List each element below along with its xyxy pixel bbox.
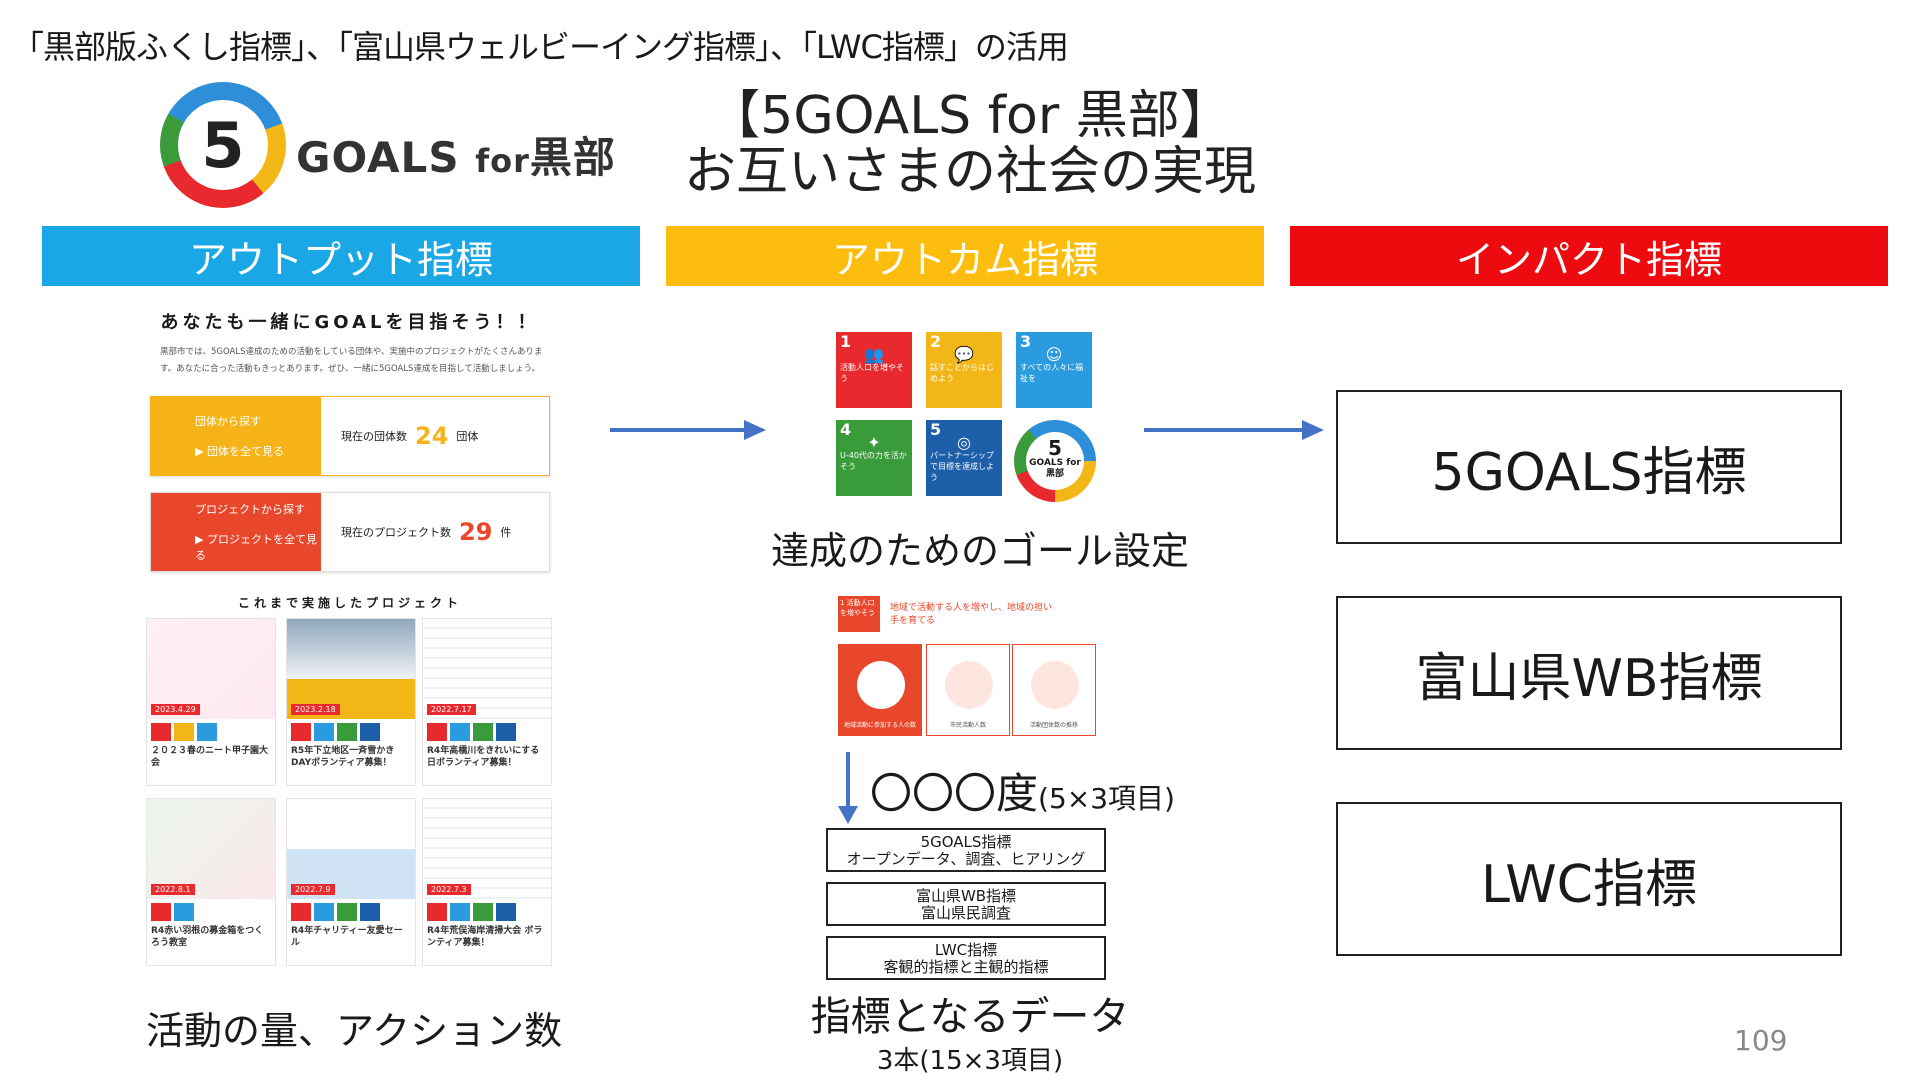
data-source-5goals: 5GOALS指標オープンデータ、調査、ヒアリング — [826, 828, 1106, 872]
main-title-line-2: お互いさまの社会の実現 — [683, 142, 1256, 202]
detail-header: 地域で活動する人を増やし、地域の担い手を育てる — [890, 603, 1053, 626]
project-caption: R4年高橋川をきれいにする日ボランティア募集！ — [427, 746, 540, 768]
project-thumbnail: 2023.2.18 — [287, 619, 415, 719]
arrow-down — [846, 752, 850, 810]
project-card[interactable]: 2022.7.9 R4年チャリティー友愛セール — [286, 798, 416, 966]
project-thumbnail: 2022.8.1 — [147, 799, 275, 899]
project-card[interactable]: 2023.4.29 ２０２３春のニート甲子園大会 — [146, 618, 276, 786]
page-number: 109 — [1734, 1024, 1788, 1057]
indicator-5goals: 5GOALS指標 — [1336, 390, 1842, 544]
detail-goal-tile: 1 活動人口を増やそう — [838, 596, 880, 632]
indicator-data-caption: 指標となるデータ — [810, 994, 1130, 1040]
goal-tile-5: 5◎パートナーシップで目標を達成しよう — [926, 420, 1002, 496]
project-date: 2022.8.1 — [151, 884, 195, 895]
search-projects-card[interactable]: プロジェクトから探す ▶ プロジェクトを全て見る 現在のプロジェクト数 29 件 — [150, 492, 550, 572]
project-thumbnail: 2023.4.29 — [147, 619, 275, 719]
people-icon: 👥 — [864, 345, 884, 364]
view-all-projects-link[interactable]: ▶ プロジェクトを全て見る — [195, 533, 317, 562]
project-thumbnail: 2022.7.17 — [423, 619, 551, 719]
search-groups-title: 団体から探す — [195, 415, 261, 428]
data-source-lwc: LWC指標客観的指標と主観的指標 — [826, 936, 1106, 980]
project-count-value: 29 — [459, 518, 493, 546]
goal-tile-2: 2💬話すことからはじめよう — [926, 332, 1002, 408]
indicator-data-count: 3本(15×3項目) — [876, 1046, 1064, 1076]
indicator-lwc: LWC指標 — [1336, 802, 1842, 956]
goal-setting-caption: 達成のためのゴール設定 — [770, 529, 1189, 573]
project-date: 2022.7.17 — [427, 704, 476, 715]
detail-box-1: 地域活動に参加する人の数 — [838, 644, 922, 736]
project-count-unit: 件 — [500, 526, 512, 539]
project-date: 2023.4.29 — [151, 704, 200, 715]
category-impact: インパクト指標 — [1290, 226, 1888, 286]
goal5-logo: 5 GOALS for 黒部 — [1026, 432, 1084, 490]
goal-tile-4: 4✦U-40代の力を活かそう — [836, 420, 912, 496]
project-caption: R4年チャリティー友愛セール — [291, 926, 403, 948]
project-caption: ２０２３春のニート甲子園大会 — [151, 746, 269, 768]
group-count-unit: 団体 — [456, 430, 479, 443]
project-caption: R4赤い羽根の募金箱をつくろう教室 — [151, 926, 264, 948]
view-all-groups-link[interactable]: ▶ 団体を全て見る — [195, 445, 284, 458]
group-icon: 💬 — [954, 345, 974, 364]
degree-label: 〇〇〇度(5×3項目) — [870, 769, 1175, 818]
goals-logo-number: 5 — [178, 100, 268, 190]
website-heading: あなたも一緒にGOALを目指そう！！ — [160, 312, 540, 333]
search-projects-title: プロジェクトから探す — [195, 503, 305, 516]
project-date: 2022.7.3 — [427, 884, 471, 895]
data-source-toyama-wb: 富山県WB指標富山県民調査 — [826, 882, 1106, 926]
output-caption: 活動の量、アクション数 — [146, 1009, 563, 1053]
person-icon — [945, 661, 993, 709]
arrow-head-2 — [1302, 420, 1324, 440]
category-output: アウトプット指標 — [42, 226, 640, 286]
globe-icon: ◎ — [957, 433, 971, 452]
goal-tile-1: 1👥活動人口を増やそう — [836, 332, 912, 408]
project-thumbnail: 2022.7.9 — [287, 799, 415, 899]
main-title-line-1: 【5GOALS for 黒部】 — [708, 86, 1232, 146]
puzzle-icon — [1031, 661, 1079, 709]
project-date: 2023.2.18 — [291, 704, 340, 715]
arrow-right-2 — [1144, 428, 1304, 432]
main-title: 【5GOALS for 黒部】 お互いさまの社会の実現 — [660, 88, 1280, 200]
project-caption: R5年下立地区一斉雪かきDAYボランティア募集！ — [291, 746, 395, 768]
category-outcome: アウトカム指標 — [666, 226, 1264, 286]
people-icon — [857, 661, 905, 709]
website-paragraph: 黒部市では、5GOALS達成のための活動をしている団体や、実施中のプロジェクトが… — [160, 347, 543, 374]
slide-caption: 「黒部版ふくし指標」、「富山県ウェルビーイング指標」、「LWC指標」の活用 — [12, 28, 1069, 66]
indicator-toyama-wb: 富山県WB指標 — [1336, 596, 1842, 750]
project-thumbnail: 2022.7.3 — [423, 799, 551, 899]
arrow-right-1 — [610, 428, 746, 432]
project-card[interactable]: 2023.2.18 R5年下立地区一斉雪かきDAYボランティア募集！ — [286, 618, 416, 786]
goal-tile-3: 3☺すべての人々に福祉を — [1016, 332, 1092, 408]
project-caption: R4年荒俣海岸清掃大会 ボランティア募集！ — [427, 926, 543, 948]
youth-icon: ✦ — [867, 433, 881, 452]
project-card[interactable]: 2022.8.1 R4赤い羽根の募金箱をつくろう教室 — [146, 798, 276, 966]
arrow-head-1 — [744, 420, 766, 440]
project-date: 2022.7.9 — [291, 884, 335, 895]
community-icon: ☺ — [1045, 345, 1063, 364]
arrow-down-head — [838, 806, 858, 824]
detail-box-3: 活動団体数の推移 — [1012, 644, 1096, 736]
project-card[interactable]: 2022.7.3 R4年荒俣海岸清掃大会 ボランティア募集！ — [422, 798, 552, 966]
goals-logo-text: GOALS for黒部 — [296, 133, 616, 182]
project-count-label: 現在のプロジェクト数 — [341, 526, 451, 539]
detail-box-2: 市民活動人数 — [926, 644, 1010, 736]
projects-heading: これまで実施したプロジェクト — [237, 596, 462, 610]
group-count-label: 現在の団体数 — [341, 430, 407, 443]
project-card[interactable]: 2022.7.17 R4年高橋川をきれいにする日ボランティア募集！ — [422, 618, 552, 786]
group-count-value: 24 — [415, 422, 449, 450]
search-groups-card[interactable]: 団体から探す ▶ 団体を全て見る 現在の団体数 24 団体 — [150, 396, 550, 476]
